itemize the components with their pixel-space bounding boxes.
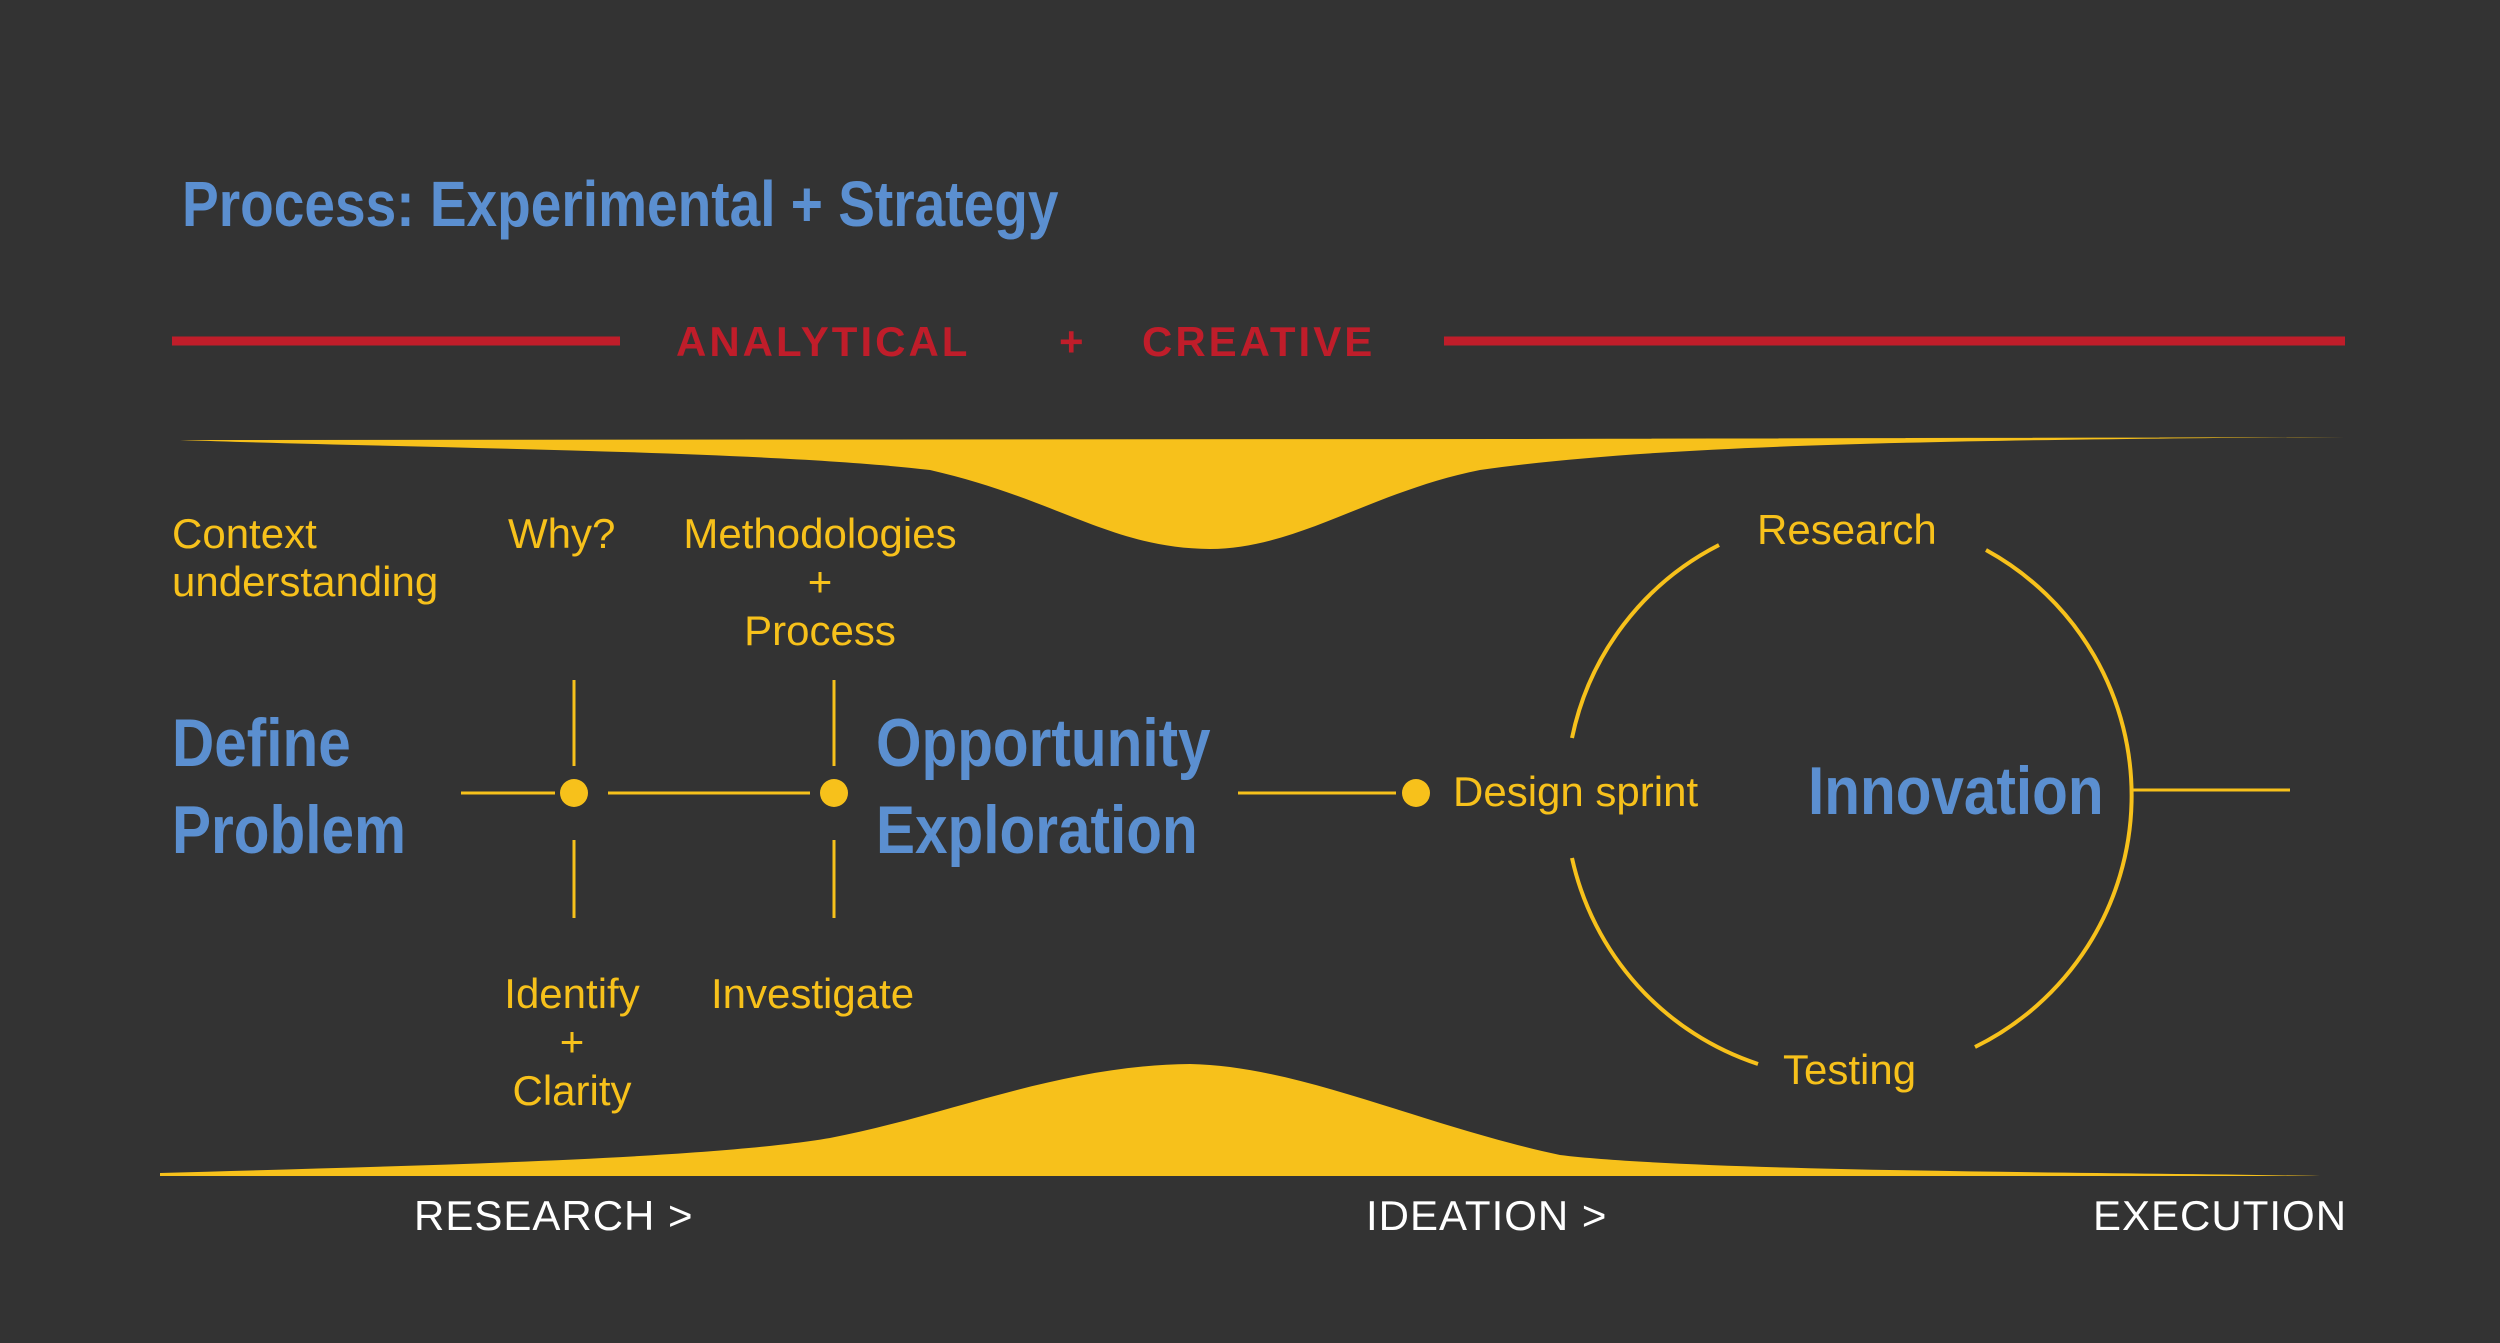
note-identify: Identify + Clarity (472, 970, 672, 1115)
stage-innovation: Innovation (1808, 753, 2104, 829)
note-why: Why? (508, 510, 616, 557)
note-identify-line-1: Identify (504, 970, 640, 1017)
stage-define-problem: Define Problem (172, 700, 406, 874)
band-label-joiner: + (1059, 318, 1087, 365)
stage-define-line-2: Problem (172, 792, 406, 869)
cycle-arc-left-lower (1570, 857, 1759, 1066)
note-investigate: Investigate (711, 970, 915, 1017)
note-context: Context understanding (172, 510, 438, 607)
top-wave-shape (180, 437, 2345, 549)
stage-opportunity-line-2: Exploration (876, 792, 1198, 869)
cycle-label-testing: Testing (1783, 1046, 1917, 1093)
phase-execution: EXECUTION (2093, 1192, 2348, 1239)
stage-define-line-1: Define (172, 705, 351, 781)
note-methodologies-line-1: Methodologies (683, 510, 957, 557)
note-context-line-2: understanding (172, 558, 439, 606)
node-dot-why (560, 779, 588, 807)
phase-research: RESEARCH > (414, 1192, 694, 1239)
cycle-arc-left-upper (1570, 543, 1720, 739)
node-dot-method (820, 779, 848, 807)
note-design-sprint: Design sprint (1453, 768, 1699, 815)
note-context-line-1: Context (172, 510, 317, 557)
phase-ideation: IDEATION > (1366, 1192, 1608, 1239)
cycle-arc-right (1974, 548, 2134, 1049)
bottom-wave-shape (160, 1064, 2320, 1176)
cycle-label-research: Research (1757, 506, 1937, 553)
band-label-analytical: ANALYTICAL (676, 318, 971, 365)
node-dot-design-sprint (1402, 779, 1430, 807)
band-label-creative: CREATIVE (1142, 318, 1376, 365)
note-identify-line-2: + (559, 1018, 585, 1066)
note-identify-line-3: Clarity (512, 1066, 632, 1114)
stage-opportunity-exploration: Opportunity Exploration (876, 700, 1211, 874)
stage-opportunity-line-1: Opportunity (876, 705, 1211, 781)
note-methodologies-line-2: + (807, 558, 833, 606)
page-title: Process: Experimental + Strategy (182, 168, 1059, 240)
note-methodologies-line-3: Process (744, 606, 896, 654)
note-methodologies: Methodologies + Process (660, 510, 980, 655)
